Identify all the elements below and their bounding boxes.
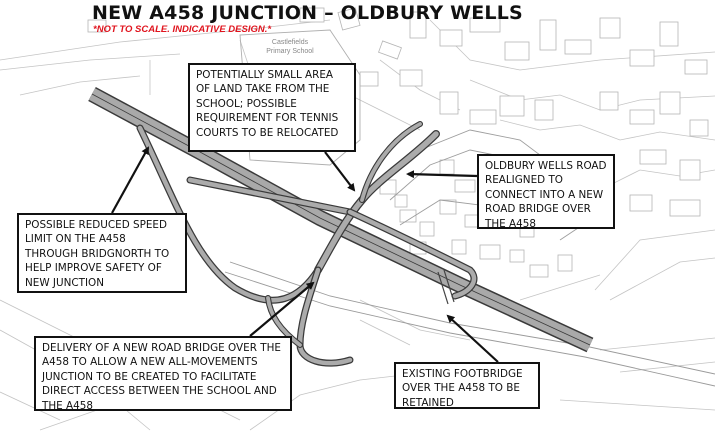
school-name-label: Castlefields <box>272 39 309 46</box>
page-title: NEW A458 JUNCTION – OLDBURY WELLS <box>92 2 523 24</box>
arrow-road-bridge <box>249 281 315 337</box>
junction-slip-roads <box>136 121 478 367</box>
arrow-school-land <box>324 151 356 192</box>
school-name-label: Primary School <box>266 48 314 55</box>
callout-school-land: POTENTIALLY SMALL AREA OF LAND TAKE FROM… <box>188 63 356 152</box>
callout-arrows <box>111 146 499 363</box>
arrow-oldbury-wells-road <box>406 170 478 179</box>
arrow-speed-limit <box>111 146 149 214</box>
existing-footbridge <box>437 269 455 305</box>
a458-carriageway <box>88 86 594 353</box>
page-subtitle: *NOT TO SCALE. INDICATIVE DESIGN.* <box>93 24 272 35</box>
callout-oldbury-wells-road: OLDBURY WELLS ROAD REALIGNED TO CONNECT … <box>477 154 615 230</box>
callout-footbridge: EXISTING FOOTBRIDGE OVER THE A458 TO BE … <box>394 362 540 409</box>
school-grounds <box>239 29 361 166</box>
arrow-footbridge <box>446 314 499 363</box>
callout-road-bridge: DELIVERY OF A NEW ROAD BRIDGE OVER THE A… <box>34 336 292 412</box>
basemap-buildings <box>87 7 709 278</box>
callout-speed-limit: POSSIBLE REDUCED SPEED LIMIT ON THE A458… <box>17 213 187 293</box>
